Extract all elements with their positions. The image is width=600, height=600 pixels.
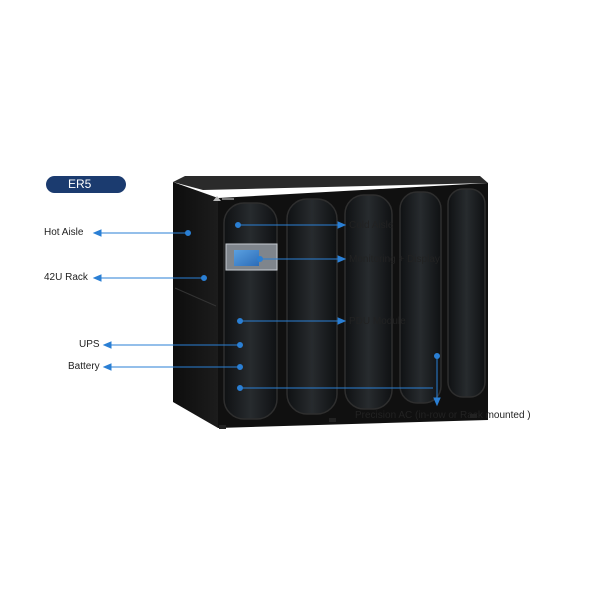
label-monitoring-display: Monitoring + Display bbox=[349, 254, 440, 265]
label-battery: Battery bbox=[68, 361, 100, 372]
model-badge: ER5 bbox=[46, 176, 126, 193]
cabinet-feet bbox=[219, 414, 477, 429]
monitoring-screen bbox=[234, 250, 259, 266]
label-ups: UPS bbox=[79, 339, 100, 350]
label-hot-aisle: Hot Aisle bbox=[44, 227, 84, 238]
cabinet-side-panel bbox=[173, 182, 218, 428]
label-pdu-module: PDU Module bbox=[349, 316, 406, 327]
cabinet-top bbox=[173, 176, 488, 190]
logo-mark bbox=[213, 196, 234, 201]
rack-door-3 bbox=[344, 194, 393, 410]
label-cold-aisle: Cold Aisle bbox=[349, 220, 394, 231]
label-42u-rack: 42U Rack bbox=[44, 272, 88, 283]
rack-door-5 bbox=[447, 188, 486, 398]
rack-door-1 bbox=[223, 202, 278, 420]
rack-door-2 bbox=[286, 198, 338, 415]
label-precision-ac: Precision AC (in-row or Rack mounted ) bbox=[355, 410, 531, 421]
callout-lines bbox=[92, 221, 441, 407]
rack-door-4 bbox=[399, 191, 442, 404]
